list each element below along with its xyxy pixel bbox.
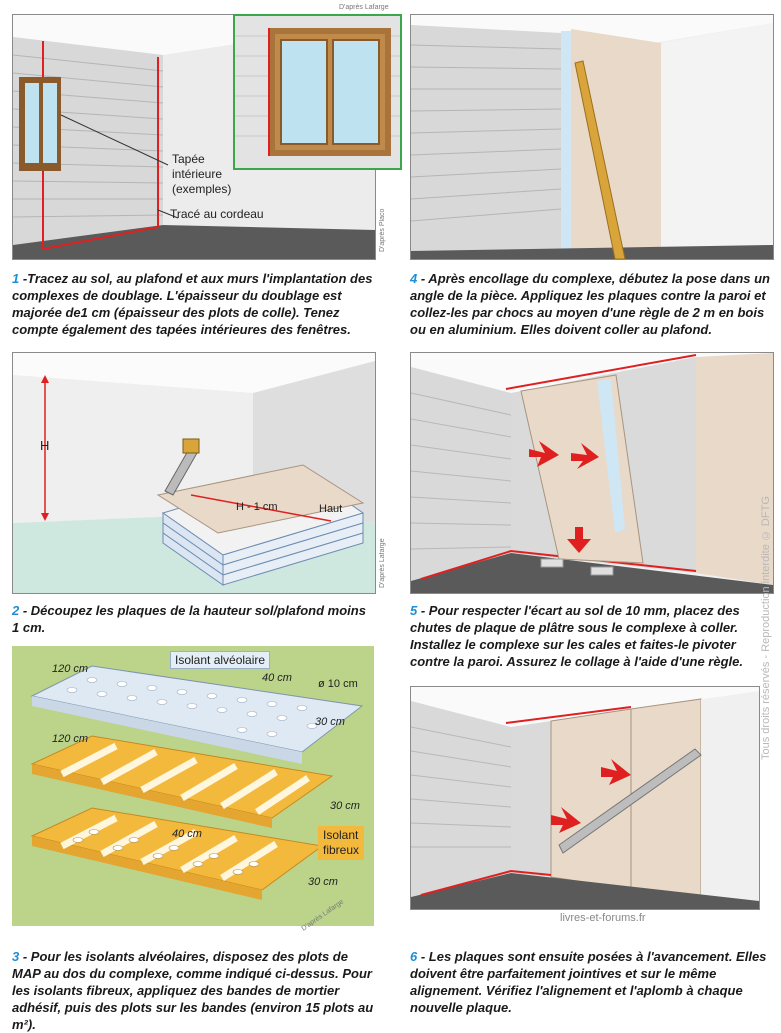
- step-2-caption: 2 - Découpez les plaques de la hauteur s…: [12, 602, 374, 636]
- label-isolant-fibreux-line2: fibreux: [323, 843, 360, 857]
- label-haut: Haut: [319, 503, 343, 515]
- step-3-text: - Pour les isolants alvéolaires, dispose…: [12, 949, 374, 1032]
- label-tapee-line3: (exemples): [172, 182, 232, 196]
- step-5-text: - Pour respecter l'écart au sol de 10 mm…: [410, 603, 743, 669]
- label-dim-30-a: 30 cm: [315, 716, 345, 728]
- panel-2-illustration: [12, 352, 376, 594]
- panel-1-window-inset: [233, 14, 402, 170]
- label-h-minus-1cm: H - 1 cm: [236, 501, 278, 513]
- step-2-number: 2: [12, 603, 20, 618]
- step-2-text: - Découpez les plaques de la hauteur sol…: [12, 603, 366, 635]
- step-4-text: - Après encollage du complexe, débutez l…: [410, 271, 770, 337]
- step-6-number: 6: [410, 949, 418, 964]
- credit-top: D'après Lafarge: [339, 4, 389, 11]
- label-h: H: [40, 438, 50, 453]
- panel-4-illustration: [410, 14, 774, 260]
- label-dim-120-a: 120 cm: [52, 663, 89, 675]
- step-5-number: 5: [410, 603, 418, 618]
- step-1-text: -Tracez au sol, au plafond et aux murs l…: [12, 271, 373, 337]
- step-1-caption: 1 -Tracez au sol, au plafond et aux murs…: [12, 270, 374, 338]
- label-dim-120-b: 120 cm: [52, 733, 89, 745]
- step-6-text: - Les plaques sont ensuite posées à l'av…: [410, 949, 767, 1015]
- step-1-number: 1: [12, 271, 20, 286]
- label-isolant-alveolaire: Isolant alvéolaire: [170, 651, 271, 669]
- step-4-caption: 4 - Après encollage du complexe, débutez…: [410, 270, 772, 338]
- watermark-dftg: Tous droits réservés - Reproduction inte…: [760, 496, 772, 760]
- label-tapee-line1: Tapée: [172, 152, 205, 166]
- label-tapee-line2: intérieure: [172, 167, 223, 181]
- label-dim-diam: ø 10 cm: [318, 678, 358, 690]
- step-6-caption: 6 - Les plaques sont ensuite posées à l'…: [410, 948, 772, 1016]
- credit-lafarge-2: D'après Lafarge: [379, 538, 386, 588]
- step-3-caption: 3 - Pour les isolants alvéolaires, dispo…: [12, 948, 374, 1033]
- step-4-number: 4: [410, 271, 418, 286]
- label-dim-30-b: 30 cm: [330, 800, 360, 812]
- step-3-number: 3: [12, 949, 20, 964]
- panel-5-illustration: [410, 352, 774, 594]
- step-5-caption: 5 - Pour respecter l'écart au sol de 10 …: [410, 602, 772, 670]
- credit-placo: D'après Placo: [379, 208, 386, 252]
- label-isolant-fibreux: Isolant fibreux: [318, 826, 365, 860]
- credit-site: livres-et-forums.fr: [560, 912, 646, 924]
- label-dim-40-a: 40 cm: [262, 672, 292, 684]
- label-cordeau: Tracé au cordeau: [170, 207, 264, 221]
- label-isolant-fibreux-line1: Isolant: [323, 828, 359, 842]
- label-dim-30-c: 30 cm: [308, 876, 338, 888]
- label-tapee: Tapée intérieure (exemples): [172, 152, 231, 197]
- label-dim-40-c: 40 cm: [172, 828, 202, 840]
- panel-6-illustration: [410, 686, 760, 910]
- panel-3-illustration: [12, 646, 374, 926]
